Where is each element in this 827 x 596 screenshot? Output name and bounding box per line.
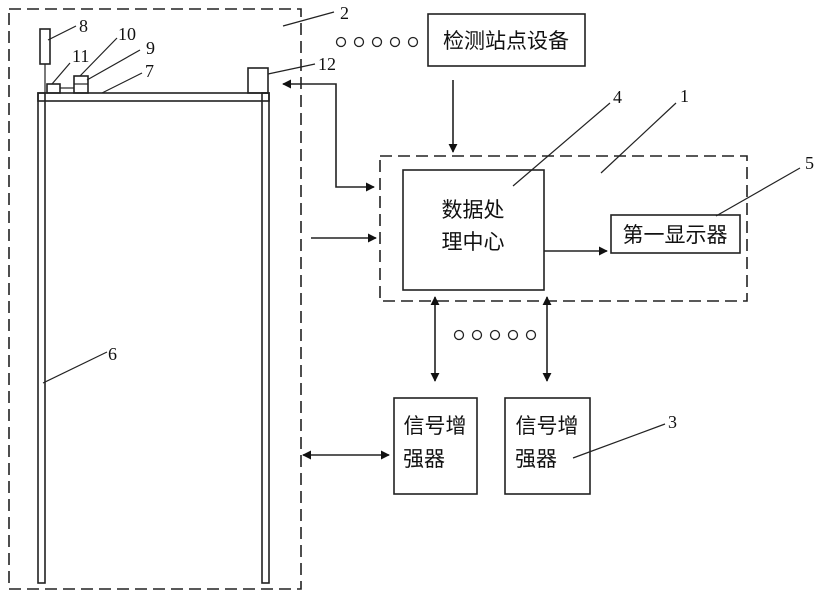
arrow-module12-to-center <box>283 84 374 187</box>
antenna-component <box>40 29 50 64</box>
callout-3: 3 <box>668 412 677 432</box>
callout-10: 10 <box>118 24 136 44</box>
callout-7: 7 <box>145 61 154 81</box>
outer-dashed-enclosure <box>9 9 301 589</box>
data-center-label-line1: 数据处 <box>442 198 505 222</box>
signal-booster-right-line1: 信号增 <box>516 414 579 438</box>
callout-6: 6 <box>108 344 117 364</box>
signal-booster-box-right <box>505 398 590 494</box>
signal-booster-right-line2: 强器 <box>515 447 557 471</box>
module-component-12 <box>248 68 268 93</box>
signal-booster-left-line2: 强器 <box>403 447 445 471</box>
wireless-dots-middle <box>455 331 536 340</box>
callout-11: 11 <box>72 46 89 66</box>
detection-station-label: 检测站点设备 <box>443 29 569 53</box>
signal-booster-left-line1: 信号增 <box>404 414 467 438</box>
door-frame <box>38 29 269 583</box>
left-post <box>38 93 45 583</box>
data-center-label-line2: 理中心 <box>442 230 505 254</box>
callout-2: 2 <box>340 3 349 23</box>
callout-5: 5 <box>805 153 814 173</box>
callout-9: 9 <box>146 38 155 58</box>
callout-1: 1 <box>680 86 689 106</box>
signal-booster-box-left <box>394 398 477 494</box>
callout-4: 4 <box>613 87 622 107</box>
callout-8: 8 <box>79 16 88 36</box>
wireless-dots-top <box>337 38 418 47</box>
sensor-component-11 <box>47 84 60 93</box>
callout-12: 12 <box>318 54 336 74</box>
top-beam <box>38 93 269 101</box>
right-post <box>262 93 269 583</box>
first-display-label: 第一显示器 <box>623 223 728 247</box>
